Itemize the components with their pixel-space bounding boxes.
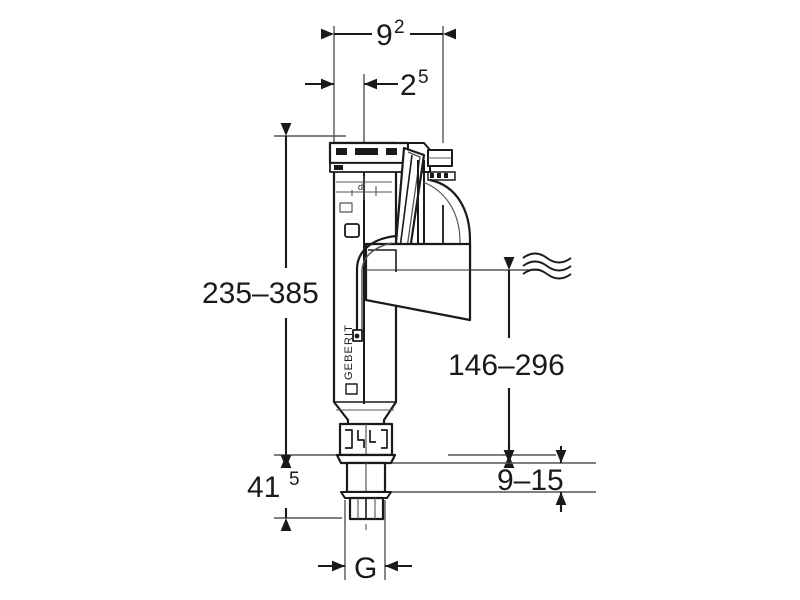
dim-label-width-overall: 9	[376, 19, 393, 52]
dimension-height-range: 235–385	[202, 123, 348, 468]
bottom-connector-assembly	[335, 422, 397, 530]
valve-inner-chamber: d	[336, 176, 392, 200]
dim-label-width-inner-sup: 5	[418, 67, 429, 88]
dim-label-water-level-range: 146–296	[448, 349, 565, 382]
siphon-tube	[352, 234, 397, 342]
dim-label-width-inner: 2	[400, 69, 417, 102]
dimension-width-inner: 2 5	[305, 67, 429, 143]
dim-label-height-range: 235–385	[202, 277, 319, 310]
column-port-detail	[339, 202, 360, 238]
dimension-shank-height: 41 5	[247, 455, 342, 531]
fill-valve-assembly: d	[328, 141, 472, 530]
dimension-width-overall: 9 2	[321, 17, 456, 143]
dim-label-tank-wall-thickness: 9–15	[497, 464, 564, 497]
brand-label-geberit: GEBERIT	[343, 324, 355, 380]
dim-label-shank-height: 41	[247, 471, 280, 504]
dim-label-width-overall-sup: 2	[394, 17, 405, 38]
float-body	[364, 242, 472, 322]
svg-text:d: d	[358, 182, 364, 192]
brand-logo-mark	[345, 383, 358, 395]
dimension-thread-size: G	[318, 500, 412, 585]
dim-label-thread-size: G	[354, 552, 377, 585]
dimension-tank-wall-thickness: 9–15	[375, 446, 596, 512]
water-level-waves-icon	[522, 252, 572, 280]
dim-label-shank-height-sup: 5	[289, 469, 300, 490]
valve-lever-linkage	[394, 146, 456, 252]
